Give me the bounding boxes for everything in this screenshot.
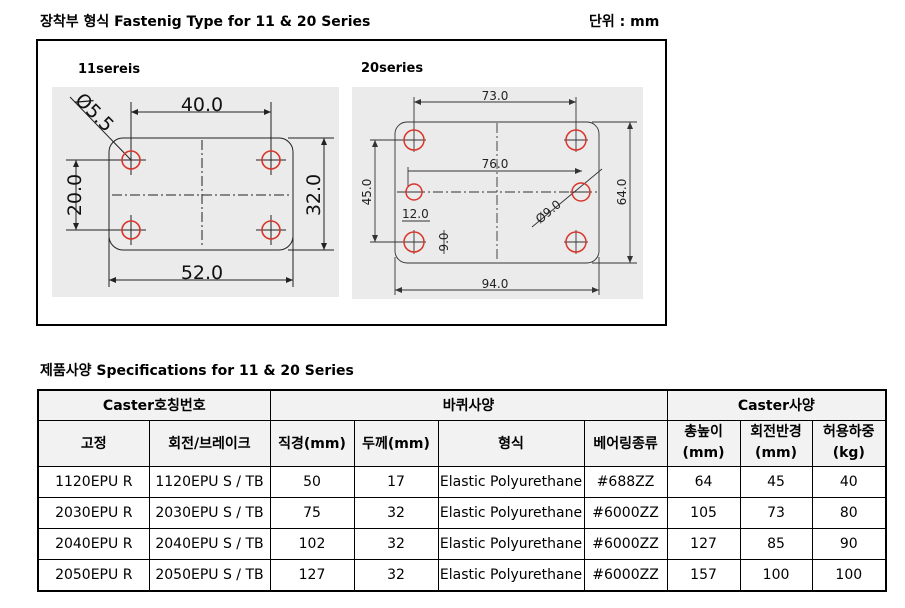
series-20-drawing: 73.0 76.0 94.0 45.0 64.0 12.0 9.0 Ø9.0 <box>352 87 643 299</box>
cell-total-height: 105 <box>666 496 741 529</box>
series-11-svg: 40.0 52.0 20.0 32.0 Ø5.5 <box>64 89 334 287</box>
cell-load-capacity: 80 <box>811 496 887 529</box>
dim-20-right: 64.0 <box>615 179 629 206</box>
col-header-swivel-brake: 회전/브레이크 <box>148 419 271 467</box>
table-row: 2050EPU R 2050EPU S / TB 127 32 Elastic … <box>37 558 887 591</box>
cell-fixed: 2030EPU R <box>37 496 150 529</box>
cell-bearing: #6000ZZ <box>583 496 668 529</box>
col-header-load-capacity: 허용하중 (kg) <box>811 419 887 467</box>
dim-11-right: 32.0 <box>303 174 325 216</box>
series-20-label: 20series <box>361 61 424 76</box>
col-header-thickness: 두께(mm) <box>353 419 439 467</box>
series-20-svg: 73.0 76.0 94.0 45.0 64.0 12.0 9.0 Ø9.0 <box>360 89 637 295</box>
dim-11-bottom: 52.0 <box>181 262 223 284</box>
cell-swivel-brake: 1120EPU S / TB <box>148 465 271 498</box>
cell-bearing: #6000ZZ <box>583 527 668 560</box>
dim-11-hole: Ø5.5 <box>70 89 117 136</box>
cell-total-height: 157 <box>666 558 741 591</box>
col-header-fixed: 고정 <box>37 419 150 467</box>
dim-20-hole: Ø9.0 <box>533 197 564 226</box>
group-header-caster-code: Caster호칭번호 <box>37 389 271 421</box>
specifications-table: Caster호칭번호 바퀴사양 Caster사양 고정 회전/브레이크 직경(m… <box>37 389 888 592</box>
specifications-title: 제품사양 Specifications for 11 & 20 Series <box>40 363 354 379</box>
col-header-total-height: 총높이 (mm) <box>666 419 741 467</box>
cell-bearing: #6000ZZ <box>583 558 668 591</box>
cell-load-capacity: 100 <box>811 558 887 591</box>
cell-load-capacity: 40 <box>811 465 887 498</box>
cell-swivel-radius: 73 <box>739 496 813 529</box>
cell-fixed: 1120EPU R <box>37 465 150 498</box>
cell-bearing: #688ZZ <box>583 465 668 498</box>
cell-swivel-brake: 2030EPU S / TB <box>148 496 271 529</box>
col-header-swivel-radius: 회전반경 (mm) <box>739 419 813 467</box>
table-row: 2040EPU R 2040EPU S / TB 102 32 Elastic … <box>37 527 887 560</box>
cell-swivel-brake: 2050EPU S / TB <box>148 558 271 591</box>
dim-20-small-w: 12.0 <box>402 207 429 221</box>
cell-type: Elastic Polyurethane <box>437 496 585 529</box>
series-11-label: 11sereis <box>78 62 141 77</box>
cell-diameter: 50 <box>269 465 355 498</box>
cell-load-capacity: 90 <box>811 527 887 560</box>
table-row: 1120EPU R 1120EPU S / TB 50 17 Elastic P… <box>37 465 887 498</box>
col-header-diameter: 직경(mm) <box>269 419 355 467</box>
drawing-frame <box>36 39 667 326</box>
dim-20-top: 73.0 <box>482 89 509 103</box>
cell-diameter: 102 <box>269 527 355 560</box>
table-row: 2030EPU R 2030EPU S / TB 75 32 Elastic P… <box>37 496 887 529</box>
cell-total-height: 127 <box>666 527 741 560</box>
cell-thickness: 32 <box>353 558 439 591</box>
cell-fixed: 2040EPU R <box>37 527 150 560</box>
col-header-bearing: 베어링종류 <box>583 419 668 467</box>
dim-20-small-h: 9.0 <box>437 232 451 251</box>
cell-thickness: 32 <box>353 496 439 529</box>
unit-label: 단위 : mm <box>589 14 660 30</box>
cell-swivel-radius: 45 <box>739 465 813 498</box>
col-header-type: 형식 <box>437 419 585 467</box>
group-header-wheel-spec: 바퀴사양 <box>269 389 668 421</box>
dim-11-top: 40.0 <box>181 94 223 116</box>
cell-swivel-radius: 100 <box>739 558 813 591</box>
fastening-type-title: 장착부 형식 Fastenig Type for 11 & 20 Series <box>40 14 371 30</box>
group-header-caster-spec: Caster사양 <box>666 389 887 421</box>
cell-swivel-brake: 2040EPU S / TB <box>148 527 271 560</box>
cell-thickness: 32 <box>353 527 439 560</box>
dim-11-left: 20.0 <box>64 174 86 216</box>
cell-type: Elastic Polyurethane <box>437 465 585 498</box>
dim-20-mid: 76.0 <box>482 157 509 171</box>
cell-type: Elastic Polyurethane <box>437 558 585 591</box>
cell-fixed: 2050EPU R <box>37 558 150 591</box>
dim-20-bottom: 94.0 <box>482 277 509 291</box>
cell-type: Elastic Polyurethane <box>437 527 585 560</box>
series-11-drawing: 40.0 52.0 20.0 32.0 Ø5.5 <box>52 87 339 297</box>
cell-swivel-radius: 85 <box>739 527 813 560</box>
cell-diameter: 75 <box>269 496 355 529</box>
cell-total-height: 64 <box>666 465 741 498</box>
cell-thickness: 17 <box>353 465 439 498</box>
cell-diameter: 127 <box>269 558 355 591</box>
dim-20-left: 45.0 <box>360 179 374 206</box>
